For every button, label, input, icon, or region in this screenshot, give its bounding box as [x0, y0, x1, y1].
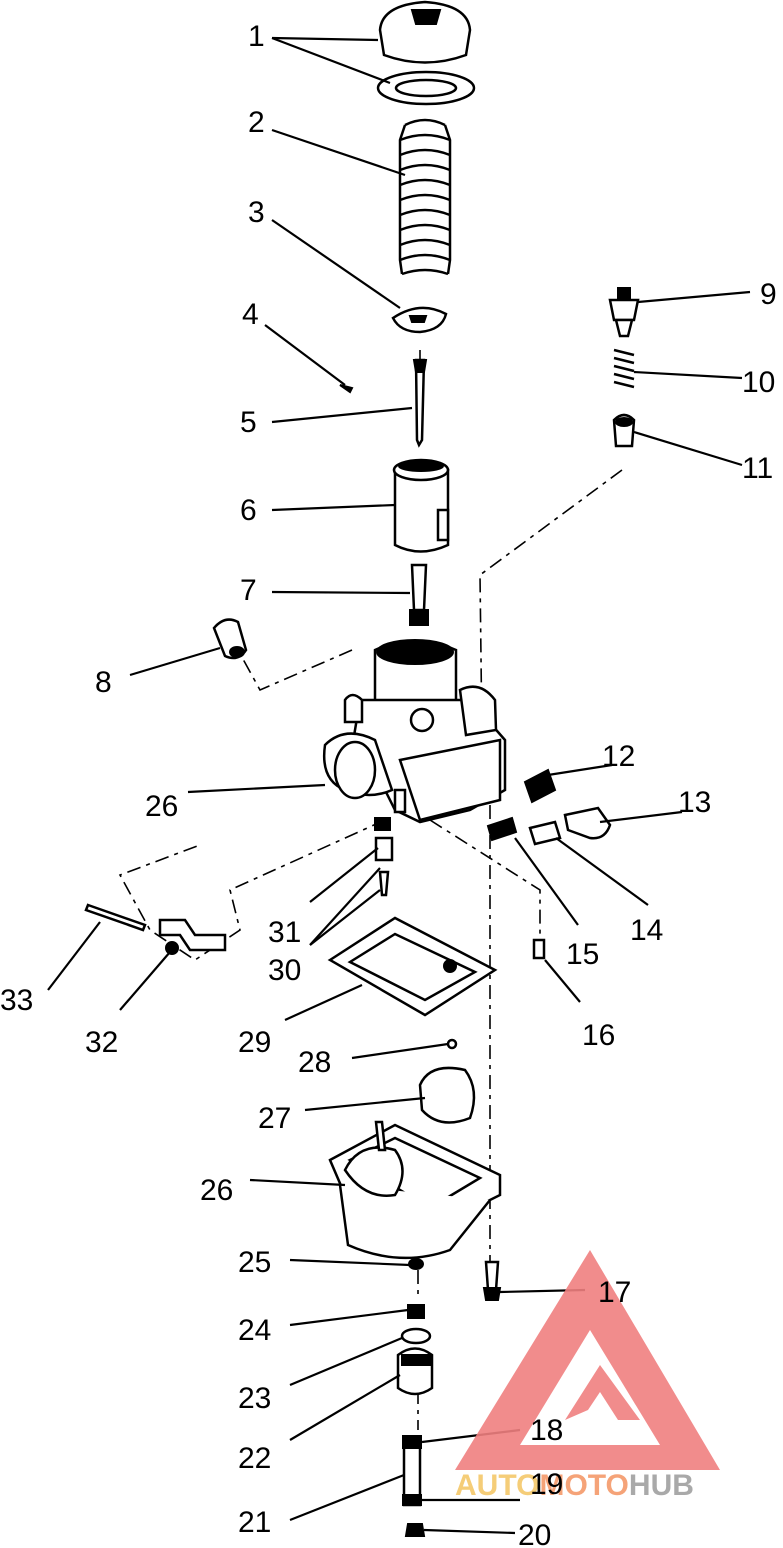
- callout-label: 32: [85, 1026, 118, 1059]
- callout-label: 24: [238, 1314, 271, 1347]
- callout-label: 15: [566, 938, 599, 971]
- callout-label: 14: [630, 914, 663, 947]
- part-float-valve: [374, 817, 394, 897]
- callout-label: 8: [95, 666, 112, 699]
- callout-label: 1: [248, 20, 265, 53]
- callout-label: 2: [248, 106, 265, 139]
- part-needle-jet: [409, 563, 429, 626]
- part-pilot-screw: [608, 287, 640, 448]
- callout-label: 31: [268, 916, 301, 949]
- callout-label: 3: [248, 196, 265, 229]
- watermark-text: AUTOMOTOHUB: [455, 1469, 694, 1502]
- callout-label: 23: [238, 1382, 271, 1415]
- callout-label: 5: [240, 406, 257, 439]
- callout-label: 27: [258, 1102, 291, 1135]
- callout-label: 13: [678, 786, 711, 819]
- part-side-jets: [486, 768, 612, 960]
- callout-label: 7: [240, 574, 257, 607]
- callout-label: 29: [238, 1026, 271, 1059]
- part-vent-cap: [212, 618, 248, 660]
- part-retainer: [391, 306, 448, 334]
- callout-label: 18: [530, 1414, 563, 1447]
- callout-label: 26: [200, 1174, 233, 1207]
- part-float-bowl: [328, 1120, 502, 1260]
- part-cap: [376, 0, 476, 106]
- part-main-jet-stack: [396, 1258, 434, 1396]
- callout-labels: 1 2 3 4 5 6 7 8 9 10 11 12 13 14 15 16 2…: [0, 20, 777, 1548]
- watermark-text-moto: MOTO: [539, 1469, 628, 1502]
- assembly-guides: [118, 350, 623, 1430]
- callout-label: 11: [742, 452, 773, 485]
- callout-label: 28: [298, 1046, 331, 1079]
- watermark-triangle: [455, 1250, 720, 1470]
- callout-label: 6: [240, 494, 257, 527]
- part-float: [418, 1038, 476, 1124]
- callout-label: 16: [582, 1019, 615, 1052]
- callout-label: 9: [760, 278, 777, 311]
- part-drain-tube: [402, 1435, 426, 1537]
- part-carburetor-body: [322, 639, 507, 824]
- callout-label: 30: [268, 954, 301, 987]
- watermark-inner-mark: [565, 1365, 640, 1420]
- part-needle: [339, 358, 428, 448]
- part-spring: [398, 118, 452, 276]
- callout-label: 17: [598, 1276, 631, 1309]
- callout-label: 10: [742, 366, 775, 399]
- callout-label: 26: [145, 790, 178, 823]
- callout-label: 4: [242, 298, 259, 331]
- callout-label: 25: [238, 1246, 271, 1279]
- part-bowl-screw: [482, 1260, 502, 1301]
- callout-label: 22: [238, 1442, 271, 1475]
- callout-label: 21: [238, 1506, 271, 1539]
- watermark-text-auto: AUTO: [455, 1469, 539, 1502]
- watermark-logo: AUTOMOTOHUB: [455, 1250, 720, 1502]
- callout-label: 12: [602, 740, 635, 773]
- part-float-arm: [84, 903, 227, 955]
- part-gasket: [327, 916, 498, 1017]
- leader-lines: [47, 36, 751, 1535]
- watermark-text-hub: HUB: [629, 1469, 694, 1502]
- part-throttle-slide: [392, 458, 450, 553]
- callout-label: 33: [0, 984, 33, 1017]
- callout-label: 19: [530, 1468, 563, 1501]
- callout-label: 20: [518, 1519, 551, 1548]
